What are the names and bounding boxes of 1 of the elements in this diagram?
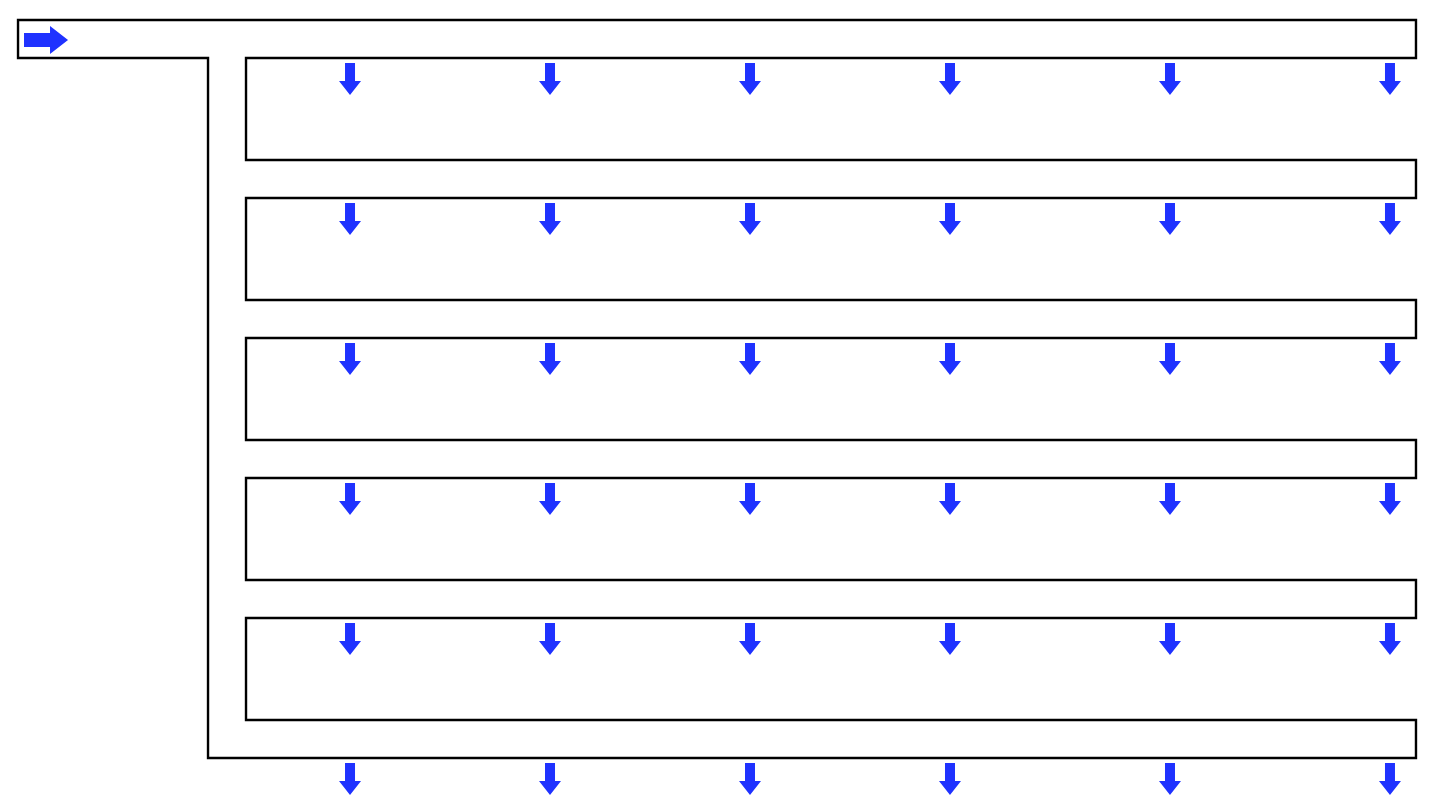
comb-shape xyxy=(16,18,1418,760)
